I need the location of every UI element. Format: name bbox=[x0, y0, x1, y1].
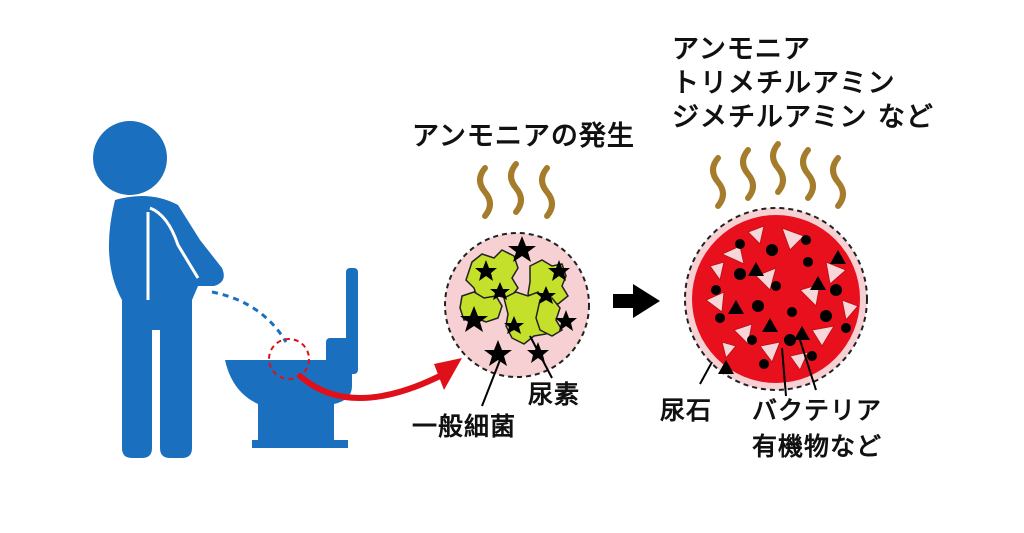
standing-person-icon bbox=[93, 121, 224, 458]
urea-bacteria-circle bbox=[444, 232, 590, 407]
odor-wave-icon-left bbox=[477, 161, 555, 219]
urine-stream bbox=[211, 290, 288, 343]
label-organic-matter: 有機物など bbox=[752, 432, 883, 461]
label-bacteria: バクテリア bbox=[752, 396, 883, 425]
label-general-bacteria: 一般細菌 bbox=[412, 412, 517, 441]
label-odor-line3: ジメチルアミン など bbox=[672, 102, 934, 133]
label-odor-line2: トリメチルアミン bbox=[672, 68, 896, 99]
toilet-icon bbox=[225, 268, 358, 448]
label-odor-line1: アンモニア bbox=[672, 34, 811, 65]
right-arrow-icon bbox=[613, 284, 660, 318]
label-urinary-stone: 尿石 bbox=[660, 396, 713, 425]
focus-circle bbox=[268, 338, 310, 380]
red-curved-arrow bbox=[297, 358, 462, 401]
odor-wave-icon-right bbox=[710, 141, 846, 209]
urinary-stone-circle bbox=[684, 207, 868, 397]
label-ammonia-generation: アンモニアの発生 bbox=[412, 121, 635, 152]
label-urea: 尿素 bbox=[528, 380, 581, 409]
